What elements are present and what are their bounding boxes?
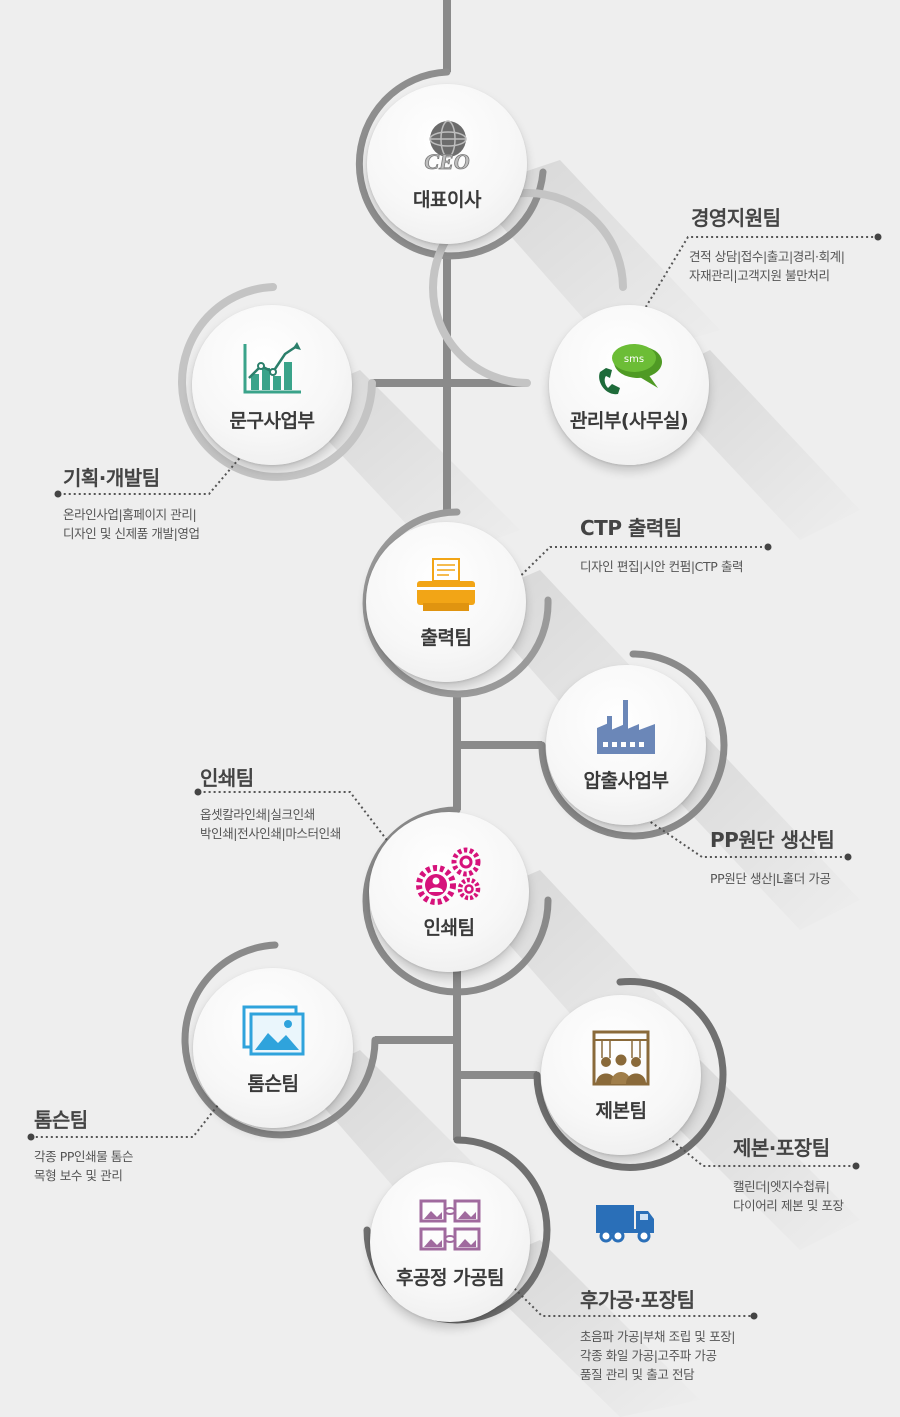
image-frames-icon — [242, 1005, 305, 1055]
team-line: 각종 화일 가공|고주파 가공 — [580, 1348, 717, 1363]
team-title: CTP 출력팀 — [580, 516, 682, 540]
node-post: 후공정 가공팀 — [370, 1162, 530, 1322]
team-binding-packing: 제본·포장팀 캘린더|엣지수첩류| 다이어리 제본 및 포장 — [733, 1132, 844, 1215]
node-label: 톰슨팀 — [247, 1072, 299, 1095]
sms-phone-icon: sms — [599, 343, 662, 394]
team-line: 초음파 가공|부채 조립 및 포장| — [580, 1329, 736, 1344]
gears-icon — [416, 847, 481, 905]
node-label: 인쇄팀 — [423, 916, 475, 939]
team-thomson: 톰슨팀 각종 PP인쇄물 톰슨 목형 보수 및 관리 — [34, 1104, 134, 1185]
printer-icon — [417, 557, 475, 611]
node-label: 관리부(사무실) — [569, 409, 689, 432]
node-print-out: 출력팀 — [366, 522, 526, 682]
node-label: 출력팀 — [420, 626, 472, 649]
node-label: 후공정 가공팀 — [396, 1266, 505, 1289]
node-label: 압출사업부 — [583, 769, 669, 792]
node-label: 대표이사 — [413, 188, 481, 211]
team-line: 목형 보수 및 관리 — [34, 1168, 123, 1183]
leader-dots — [27, 233, 882, 1320]
team-title: 기획·개발팀 — [63, 466, 160, 490]
node-admin: sms 관리부(사무실) — [549, 305, 709, 465]
node-ceo: CEO 대표이사 — [367, 84, 527, 244]
team-management-support: 경영지원팀 견적 상담|접수|출고|경리·회계| 자재관리|고객지원 불만처리 — [689, 202, 845, 285]
team-line: 옵셋칼라인쇄|실크인쇄 — [200, 807, 315, 822]
factory-icon — [597, 699, 655, 754]
team-line: 자재관리|고객지원 불만처리 — [689, 268, 830, 283]
team-post-packing: 후가공·포장팀 초음파 가공|부채 조립 및 포장| 각종 화일 가공|고주파 … — [580, 1284, 736, 1384]
node-extrusion: 압출사업부 — [546, 665, 706, 825]
workers-icon — [592, 1030, 650, 1085]
node-thomson: 톰슨팀 — [193, 968, 353, 1128]
team-line: 견적 상담|접수|출고|경리·회계| — [689, 249, 845, 264]
team-line: PP원단 생산|L홀더 가공 — [710, 871, 831, 886]
team-line: 온라인사업|홈페이지 관리| — [63, 507, 197, 522]
team-line: 디자인 편집|시안 컨펌|CTP 출력 — [580, 559, 744, 574]
team-title: 인쇄팀 — [200, 766, 254, 790]
team-line: 다이어리 제본 및 포장 — [733, 1198, 844, 1213]
node-binding: 제본팀 — [541, 995, 701, 1155]
team-printing: 인쇄팀 옵셋칼라인쇄|실크인쇄 박인쇄|전사인쇄|마스터인쇄 — [200, 762, 341, 843]
team-title: 후가공·포장팀 — [580, 1288, 695, 1312]
ceo-globe-icon: CEO — [424, 119, 470, 174]
team-line: 박인쇄|전사인쇄|마스터인쇄 — [200, 826, 341, 841]
node-label: 문구사업부 — [229, 409, 315, 432]
team-line: 각종 PP인쇄물 톰슨 — [34, 1149, 134, 1164]
svg-text:CEO: CEO — [424, 149, 469, 174]
truck-icon — [596, 1205, 654, 1243]
team-title: PP원단 생산팀 — [710, 828, 835, 852]
svg-text:sms: sms — [624, 354, 644, 365]
team-pp-cutting: PP원단 생산팀 PP원단 생산|L홀더 가공 — [710, 824, 835, 888]
team-title: 톰슨팀 — [34, 1108, 88, 1132]
team-title: 경영지원팀 — [691, 206, 781, 230]
node-printing: 인쇄팀 — [369, 812, 529, 972]
node-stationery: 문구사업부 — [192, 305, 352, 465]
team-line: 품질 관리 및 출고 전담 — [580, 1367, 695, 1382]
team-line: 디자인 및 신제품 개발|영업 — [63, 526, 200, 541]
team-title: 제본·포장팀 — [733, 1136, 830, 1160]
node-label: 제본팀 — [595, 1099, 647, 1122]
linked-panels-icon — [419, 1199, 481, 1250]
team-planning: 기획·개발팀 온라인사업|홈페이지 관리| 디자인 및 신제품 개발|영업 — [63, 462, 200, 543]
team-line: 캘린더|엣지수첩류| — [733, 1179, 830, 1194]
growth-chart-icon — [243, 341, 301, 393]
team-ctp: CTP 출력팀 디자인 편집|시안 컨펌|CTP 출력 — [580, 512, 744, 576]
trunk-lines — [372, 0, 542, 1140]
